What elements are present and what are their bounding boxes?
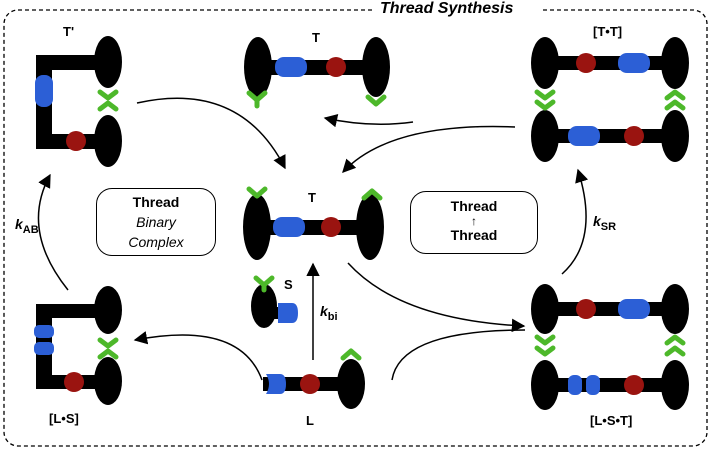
diagram-title: Thread Synthesis	[380, 0, 514, 17]
frame-border	[3, 9, 708, 447]
box-self-top: Thread	[450, 198, 498, 214]
label-ls: [L•S]	[49, 411, 79, 426]
box-binary-line1: Thread	[132, 194, 180, 210]
label-s: S	[284, 277, 293, 292]
arrow-tt-to-t-top	[323, 114, 414, 128]
label-lst: [L•S•T]	[590, 413, 633, 428]
reaction-arrows	[37, 97, 589, 381]
arrow-lst-to-tt	[561, 168, 589, 275]
label-t-top: T	[312, 30, 320, 45]
box-thread-self: Thread ↑ Thread	[410, 191, 538, 254]
arrow-tt-to-t	[342, 125, 516, 173]
rate-k-sr: kSR	[593, 213, 617, 233]
arrow-ls-to-tprime	[37, 173, 69, 291]
box-thread-binary-complex: Thread Binary Complex	[96, 188, 216, 256]
stopper-s	[251, 275, 298, 328]
box-binary-line2: Binary	[136, 214, 176, 230]
label-t-center: T	[308, 190, 316, 205]
arrow-l-to-lst	[391, 329, 526, 381]
title-backdrop	[372, 2, 540, 20]
complex-lst	[531, 284, 689, 410]
label-tt: [T•T]	[593, 24, 623, 39]
fragment-l	[263, 348, 365, 409]
rate-k-bi: kbi	[320, 303, 338, 323]
label-t-prime: T'	[63, 24, 75, 39]
box-binary-line3: Complex	[128, 234, 184, 250]
arrow-l-to-ls	[133, 331, 263, 381]
box-self-arrow: ↑	[471, 214, 477, 228]
arrow-tprime-to-t	[136, 97, 286, 170]
rate-k-ab: kAB	[15, 216, 39, 236]
thread-t-prime	[35, 36, 122, 167]
box-self-bottom: Thread	[450, 227, 498, 243]
dimer-tt	[531, 37, 689, 162]
thread-center	[243, 186, 384, 260]
arrow-t-to-lst	[347, 262, 526, 333]
label-l: L	[306, 413, 314, 428]
thread-top	[244, 37, 390, 109]
complex-ls	[34, 286, 122, 405]
